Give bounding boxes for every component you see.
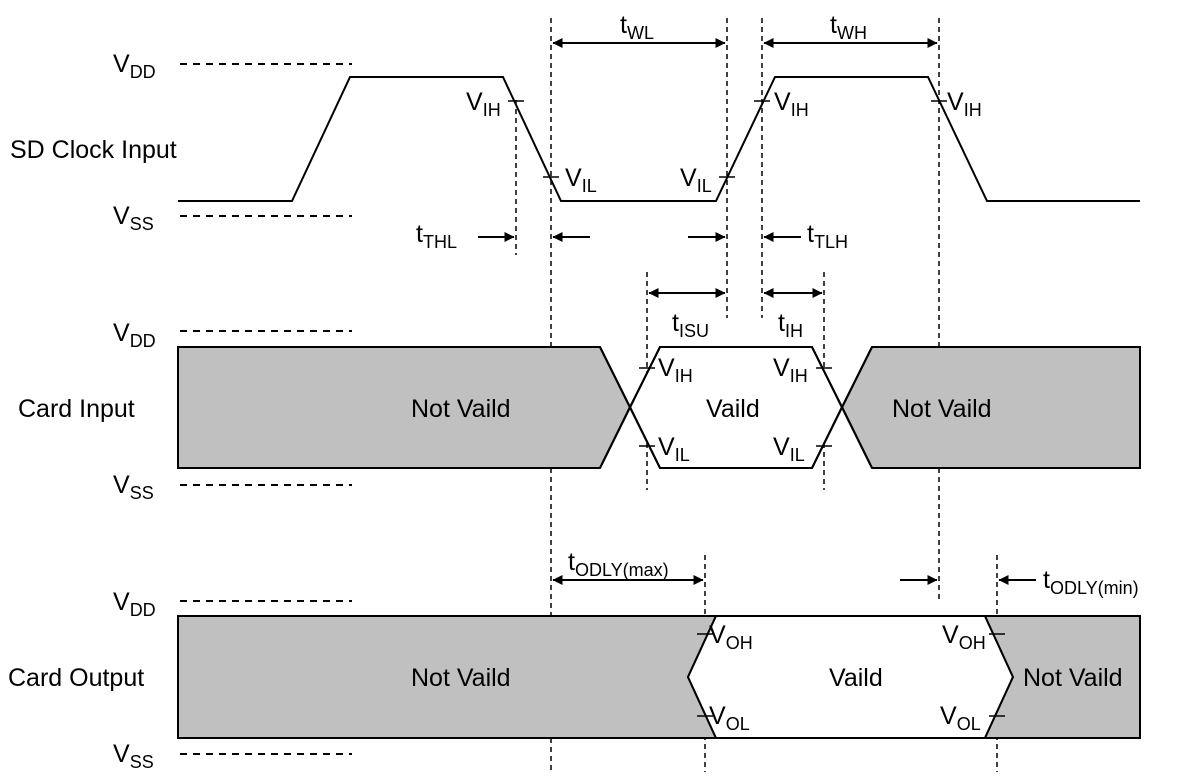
output-vol-label-1: VOL [709, 702, 750, 734]
input-not-valid-right-label: Not Vaild [892, 395, 992, 423]
todly-min-label: tODLY(min) [1043, 566, 1139, 598]
twl-label: tWL [620, 11, 654, 43]
card-output-row: tODLY(max) tODLY(min) Card Output VDD VS… [8, 548, 1141, 772]
clock-threshold-ticks [508, 100, 947, 178]
input-vss-label: VSS [113, 471, 154, 503]
output-not-valid-right-label: Not Vaild [1023, 664, 1123, 692]
input-vih-label-1: VIH [658, 354, 693, 386]
clock-row: SD Clock Input VDD VSS VIH VIL VIL VIH V… [10, 11, 1140, 252]
card-output-label: Card Output [8, 664, 144, 692]
output-not-valid-left-label: Not Vaild [411, 664, 511, 692]
clock-vdd-label: VDD [113, 50, 156, 82]
card-input-label: Card Input [18, 395, 135, 423]
clock-vil-label-2: VIL [680, 164, 712, 196]
tih-label: tIH [778, 309, 803, 341]
output-voh-label-1: VOH [709, 621, 753, 653]
ttlh-label: tTLH [807, 220, 848, 252]
input-vil-label-2: VIL [773, 433, 805, 465]
output-voh-label-2: VOH [942, 621, 986, 653]
input-not-valid-left [177, 346, 632, 469]
tthl-label: tTHL [416, 220, 457, 252]
input-vih-label-2: VIH [773, 354, 808, 386]
clock-vih-label-1: VIH [466, 88, 501, 120]
output-vdd-label: VDD [113, 588, 156, 620]
todly-max-label: tODLY(max) [568, 548, 669, 580]
output-valid-label: Vaild [829, 664, 883, 692]
input-valid-label: Vaild [706, 395, 760, 423]
input-vil-label-1: VIL [658, 433, 690, 465]
output-vss-label: VSS [113, 740, 154, 772]
output-threshold-ticks [697, 633, 1005, 717]
card-input-row: tISU tIH Card Input VDD VSS VIH VIL VIH … [18, 288, 1141, 503]
output-vol-label-2: VOL [940, 702, 981, 734]
tisu-label: tISU [672, 309, 709, 341]
input-not-valid-left-label: Not Vaild [411, 395, 511, 423]
twh-label: tWH [830, 11, 867, 43]
clock-waveform [178, 76, 1140, 202]
clock-label: SD Clock Input [10, 136, 177, 164]
clock-vih-label-3: VIH [947, 88, 982, 120]
clock-vss-label: VSS [113, 202, 154, 234]
clock-vih-label-2: VIH [774, 88, 809, 120]
input-vdd-label: VDD [113, 319, 156, 351]
input-threshold-ticks [639, 367, 832, 447]
clock-vil-label-1: VIL [565, 164, 597, 196]
